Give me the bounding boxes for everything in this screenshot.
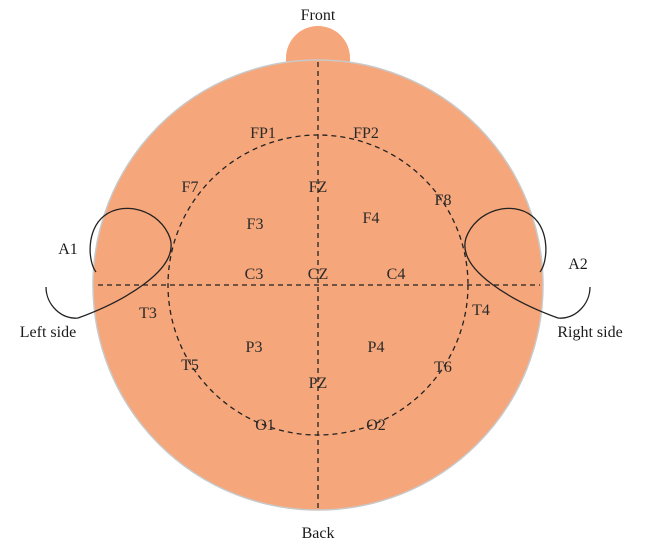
- electrode-cz: CZ: [308, 266, 328, 283]
- electrode-c3: C3: [245, 266, 264, 283]
- electrode-f3: F3: [247, 216, 264, 233]
- electrode-t5: T5: [181, 357, 199, 374]
- a1-label: A1: [58, 241, 78, 258]
- back-label: Back: [302, 525, 335, 542]
- electrode-t3: T3: [139, 305, 157, 322]
- electrode-p3: P3: [246, 339, 263, 356]
- electrode-o2: O2: [366, 417, 386, 434]
- front-label: Front: [301, 7, 336, 24]
- a2-label: A2: [568, 256, 588, 273]
- electrode-t4: T4: [472, 302, 490, 319]
- electrode-f7: F7: [182, 179, 199, 196]
- electrode-pz: PZ: [309, 375, 328, 392]
- left-side-label: Left side: [20, 324, 76, 341]
- electrodes: FP1 FP2 F7 FZ F8 F3 F4 C3 CZ C4 T3 T4 P3…: [139, 125, 490, 434]
- electrode-fz: FZ: [309, 179, 328, 196]
- electrode-p4: P4: [368, 339, 385, 356]
- electrode-o1: O1: [255, 417, 275, 434]
- electrode-f8: F8: [435, 192, 452, 209]
- electrode-t6: T6: [434, 359, 452, 376]
- electrode-fp1: FP1: [250, 125, 276, 142]
- electrode-c4: C4: [387, 266, 406, 283]
- right-ear: [464, 207, 591, 319]
- right-side-label: Right side: [557, 324, 622, 341]
- left-ear: [45, 207, 172, 319]
- electrode-fp2: FP2: [353, 125, 379, 142]
- electrode-f4: F4: [363, 210, 380, 227]
